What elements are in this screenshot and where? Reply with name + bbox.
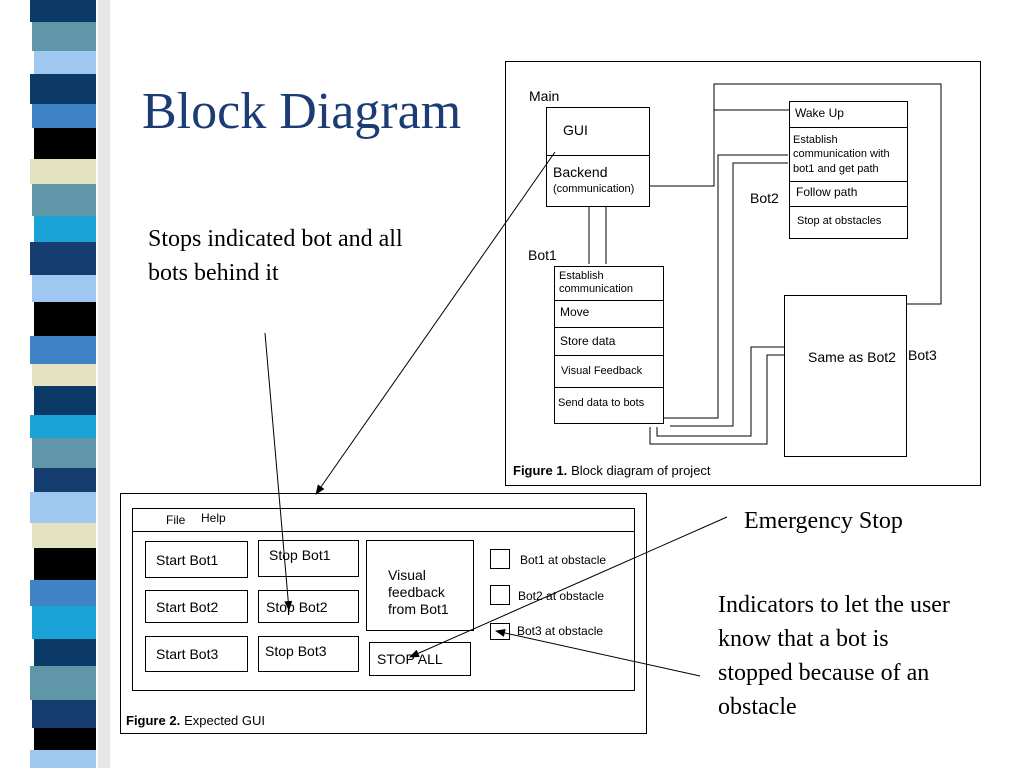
stripe-block (34, 386, 96, 415)
start-bot1-button[interactable]: Start Bot1 (145, 541, 248, 578)
bot3-label: Bot3 (908, 347, 937, 363)
feedback-panel: Visual feedback from Bot1 (366, 540, 474, 631)
stripe-block (34, 216, 96, 242)
stripe-block (30, 666, 96, 700)
figure2-expected-gui: File Help Start Bot1 Start Bot2 Start Bo… (120, 493, 647, 734)
bot2-cell: Follow path (790, 182, 907, 207)
bot3-block: Same as Bot2 (784, 295, 907, 457)
bot1-cell: Visual Feedback (555, 356, 663, 388)
bot3-obstacle-label: Bot3 at obstacle (517, 624, 604, 638)
decorative-stripe (0, 0, 110, 768)
stripe-block (32, 104, 96, 128)
bot1-cell-label: Visual Feedback (561, 365, 643, 377)
stripe-block (30, 415, 96, 438)
bot1-cell-label: Send data to bots (558, 397, 645, 409)
stripe-block (34, 548, 96, 580)
backend-label: Backend (553, 164, 608, 180)
stripe-block (32, 523, 96, 548)
bot3-box-text: Same as Bot2 (808, 349, 896, 365)
figure1-caption: Figure 1. Block diagram of project (513, 462, 711, 479)
bot2-obstacle-label: Bot2 at obstacle (518, 589, 605, 603)
stripe-block (34, 468, 96, 492)
bot2-block: Wake Up Establish communication with bot… (789, 101, 908, 239)
bot2-cell-label: Establish communication with bot1 and ge… (793, 134, 890, 175)
stripe-block (32, 184, 96, 216)
bot1-cell-label: Establish communication (559, 270, 633, 295)
stripe-block (34, 302, 96, 336)
stripe-block (32, 700, 96, 728)
stripe-block (30, 580, 96, 606)
bot2-cell-label: Stop at obstacles (797, 215, 882, 227)
stop-all-button[interactable]: STOP ALL (369, 642, 471, 676)
figure1-block-diagram: Main GUI Backend (communication) Bot1 Es… (505, 61, 981, 486)
stripe-block (30, 0, 96, 22)
bot1-cell: Move (555, 301, 663, 328)
figure1-caption-bold: Figure 1. (513, 463, 568, 478)
figure2-caption-text: Expected GUI (184, 713, 266, 728)
bot1-label: Bot1 (528, 247, 557, 263)
bot2-label: Bot2 (750, 190, 779, 206)
stripe-block (30, 242, 96, 275)
stripe-block (30, 159, 96, 184)
note-indicators: Indicators to let the user know that a b… (718, 592, 950, 720)
stripe-block (34, 639, 96, 666)
gui-cell: GUI (547, 108, 649, 156)
start-bot3-button[interactable]: Start Bot3 (145, 636, 248, 672)
gui-label: GUI (563, 122, 588, 138)
bot1-cell: Send data to bots (555, 388, 663, 425)
menu-help[interactable]: Help (201, 511, 226, 525)
bot1-cell-label: Move (560, 305, 590, 319)
stripe-block (32, 438, 96, 468)
bot3-obstacle-indicator[interactable] (490, 623, 510, 640)
stripe-block (30, 492, 96, 523)
bot2-obstacle-indicator[interactable] (490, 585, 510, 605)
stripe-block (32, 22, 96, 51)
note-emergency-stop: Emergency Stop (744, 508, 903, 534)
bot1-obstacle-indicator[interactable] (490, 549, 510, 569)
start-bot2-button[interactable]: Start Bot2 (145, 590, 248, 623)
figure1-caption-text: Block diagram of project (571, 463, 711, 478)
bot1-cell: Establish communication (555, 267, 663, 301)
bot1-block: Establish communication Move Store data … (554, 266, 664, 424)
figure2-caption-bold: Figure 2. (126, 713, 181, 728)
stripe-block (32, 606, 96, 639)
bot1-obstacle-label: Bot1 at obstacle (520, 553, 607, 567)
bot2-cell: Stop at obstacles (790, 207, 907, 240)
menu-file[interactable]: File (166, 513, 186, 527)
bot2-cell: Establish communication with bot1 and ge… (790, 128, 907, 182)
stripe-block (30, 74, 96, 104)
menu-bar: File Help (133, 509, 634, 532)
note-stops: Stops indicated bot and all bots behind … (148, 226, 403, 286)
main-label: Main (529, 88, 560, 104)
stop-bot3-button[interactable]: Stop Bot3 (258, 636, 359, 672)
stripe-block (34, 51, 96, 74)
slide-title: Block Diagram (142, 83, 462, 140)
figure2-caption: Figure 2. Expected GUI (126, 712, 265, 729)
stop-bot2-button[interactable]: Stop Bot2 (258, 590, 359, 623)
stripe-block (30, 336, 96, 364)
backend-cell: Backend (communication) (547, 156, 649, 208)
stripe-block (34, 128, 96, 159)
stop-bot1-button[interactable]: Stop Bot1 (258, 540, 359, 577)
bot1-cell: Store data (555, 328, 663, 356)
bot2-cell-label: Wake Up (795, 106, 844, 120)
gui-window: File Help Start Bot1 Start Bot2 Start Bo… (132, 508, 635, 691)
stripe-block (34, 728, 96, 750)
feedback-panel-text: Visual feedback from Bot1 (388, 567, 449, 617)
backend-sub-label: (communication) (553, 183, 635, 195)
bot2-cell-label: Follow path (796, 185, 858, 199)
stripe-block (32, 275, 96, 302)
stripe-block (30, 750, 96, 768)
stripe-block (32, 364, 96, 386)
bot2-cell: Wake Up (790, 102, 907, 128)
bot1-cell-label: Store data (560, 334, 616, 348)
main-block: GUI Backend (communication) (546, 107, 650, 207)
